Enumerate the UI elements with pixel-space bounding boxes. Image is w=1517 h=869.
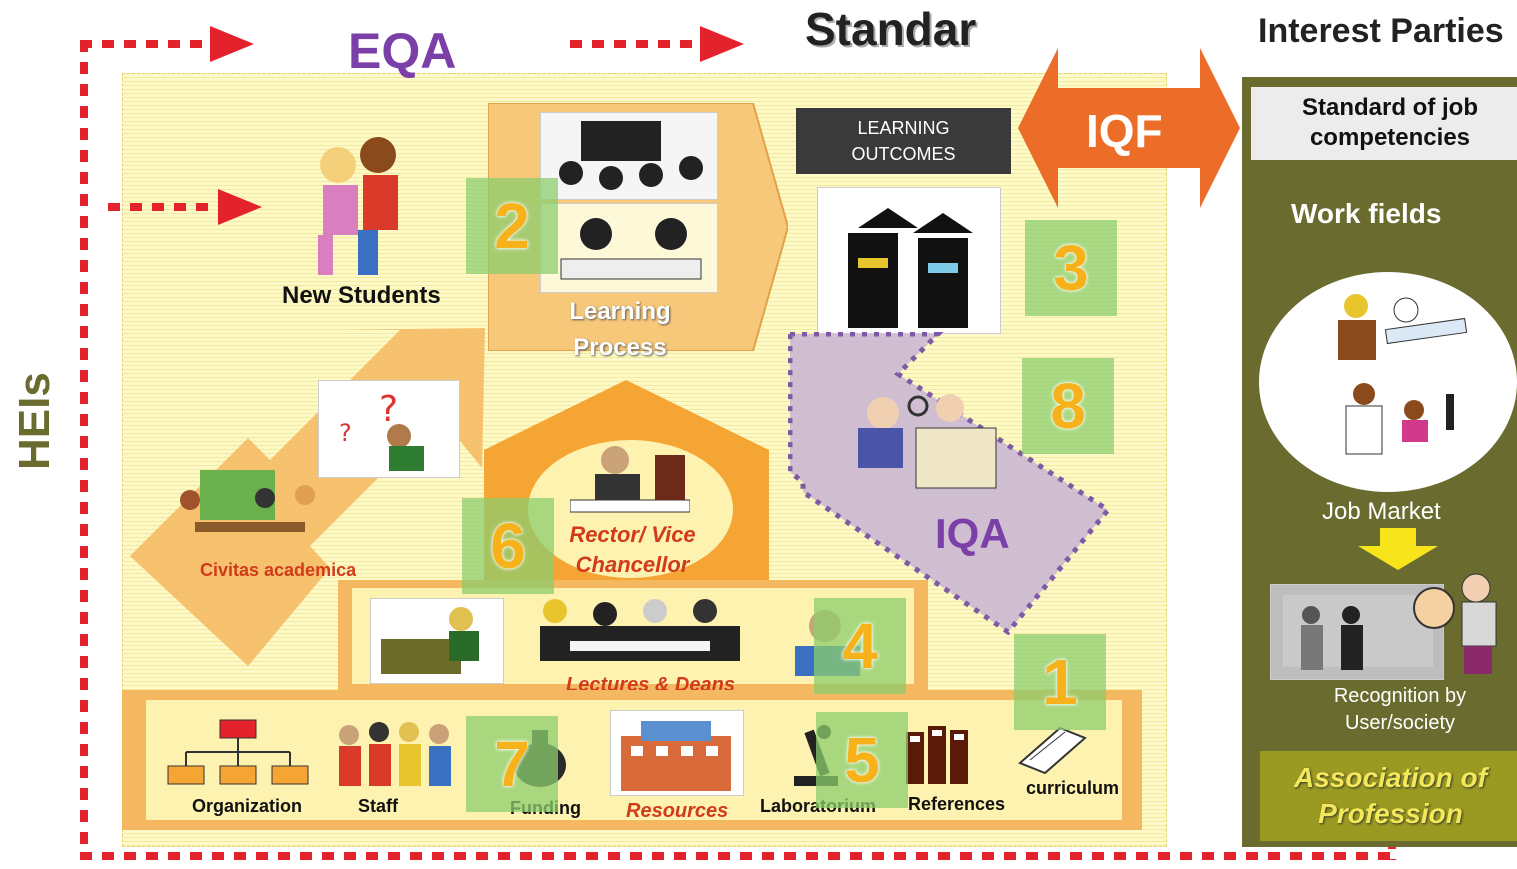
job-market-label: Job Market <box>1322 498 1441 525</box>
thumbs-up-picture <box>1404 568 1516 678</box>
rector-label: Rector/ Vice Chancellor <box>569 522 696 577</box>
standard-of-job-competencies-box: Standard of job competencies <box>1251 87 1517 160</box>
learning-process-label: Learning Process <box>569 298 671 361</box>
recognition-picture <box>1270 584 1444 680</box>
eqa-boundary-top-left <box>80 40 210 48</box>
staff-label: Staff <box>358 796 398 816</box>
books-picture <box>904 722 974 786</box>
step-2-badge: 2 <box>466 178 558 274</box>
office-worker-picture <box>370 598 504 684</box>
new-students-label: New Students <box>282 282 441 309</box>
svg-text:?: ? <box>379 389 398 430</box>
resources-label: Resources <box>626 800 729 822</box>
graduates-picture <box>817 187 1001 334</box>
lecturers-meeting-picture <box>530 596 748 666</box>
staff-picture <box>334 720 460 790</box>
heis-label: HEIs <box>10 372 59 470</box>
association-box <box>1260 751 1517 841</box>
paper-picture <box>1010 718 1090 775</box>
step-1-badge: 1 <box>1014 634 1106 730</box>
iqf-double-arrow <box>1018 48 1240 208</box>
curriculum-label: curriculum <box>1026 778 1120 798</box>
students-writing-picture <box>540 203 718 293</box>
step-3-badge: 3 <box>1025 220 1117 316</box>
interest-parties-title: Interest Parties <box>1258 12 1504 50</box>
civitas-academica-label: Civitas academica <box>200 560 357 580</box>
confused-person-picture: ?? <box>318 380 460 478</box>
step-5-badge: 5 <box>816 712 908 808</box>
new-students-entry-line <box>108 203 218 211</box>
step-7-badge: 7 <box>466 716 558 812</box>
association-label: Association of Profession <box>1294 762 1487 829</box>
building-picture <box>610 710 744 796</box>
eqa-boundary-top-mid <box>570 40 700 48</box>
step-6-badge: 6 <box>462 498 554 594</box>
eqa-title: EQA <box>348 23 457 79</box>
work-fields-circle <box>1259 272 1517 492</box>
org-chart-icon <box>167 719 309 785</box>
svg-text:?: ? <box>339 419 352 447</box>
work-fields-label: Work fields <box>1291 198 1442 229</box>
step-4-badge: 4 <box>814 598 906 694</box>
arrowhead-icon <box>218 189 262 225</box>
arrowhead-icon <box>700 26 744 62</box>
step-8-badge: 8 <box>1022 358 1114 454</box>
recognition-label: Recognition by User/society <box>1333 685 1467 734</box>
eqa-boundary-left <box>80 40 88 858</box>
classroom-picture <box>540 112 718 200</box>
meeting-picture <box>165 470 335 560</box>
standar-title: Standar <box>805 3 977 55</box>
new-students-picture <box>298 130 448 280</box>
organization-label: Organization <box>192 796 303 816</box>
rector-picture <box>569 440 691 520</box>
inspector-picture <box>838 388 998 493</box>
engineers-picture <box>1326 288 1476 366</box>
arrowhead-icon <box>210 26 254 62</box>
doctor-picture <box>1334 380 1464 458</box>
learning-outcomes-box: LEARNING OUTCOMES <box>796 108 1011 174</box>
references-label: References <box>908 794 1006 814</box>
iqf-label: IQF <box>1086 105 1163 157</box>
eqa-boundary-bottom <box>80 852 1400 860</box>
down-arrow-icon <box>1358 528 1438 570</box>
iqa-label: IQA <box>935 510 1010 557</box>
